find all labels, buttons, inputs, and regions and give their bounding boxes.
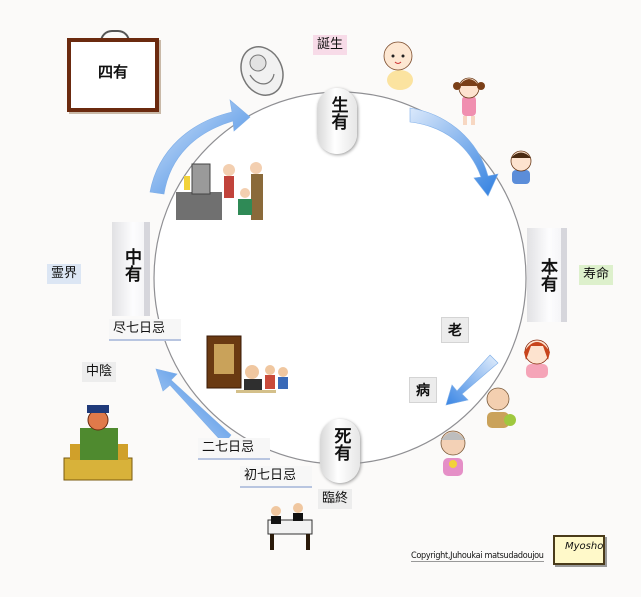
stage-shiu-label: 死有 [330,427,351,461]
label-illness: 病 [409,377,437,403]
myosho-logo-text: Myosho [565,541,604,552]
arrow-chuu-to-shou [149,99,251,195]
boy-illustration [510,150,532,184]
buddhist-altar-illustration [206,335,288,393]
woman-illustration [524,339,550,378]
label-futanoka: 二七日忌 [198,438,270,460]
stage-honu-pillar: 本有 [527,228,567,322]
arrow-shou-to-honu [409,107,499,197]
stage-shou-pill: 生有 [317,88,357,154]
title-board [67,38,159,112]
label-chuin: 中陰 [82,362,117,382]
baby-illustration [383,41,413,90]
label-jinshichi: 尽七日忌 [109,319,181,341]
arrow-shiu-to-chuu [155,368,232,445]
fetus-illustration [240,46,284,96]
stage-shou-label: 生有 [327,96,348,130]
label-lifespan: 寿命 [579,265,614,285]
girl-illustration [453,77,485,125]
stage-shiu-pill: 死有 [320,419,360,483]
elderly-man-illustration [486,387,516,428]
board-hanger [100,30,130,44]
label-reikai: 霊界 [47,264,82,284]
deathbed-illustration [267,503,313,550]
label-shonanoka: 初七日忌 [240,466,312,488]
arrow-honu-to-shiu [445,354,499,406]
stage-chuu-label: 中有 [121,248,141,282]
label-deathbed: 臨終 [318,489,353,509]
elderly-woman-illustration [440,430,466,476]
diagram-title: 四有 [97,63,128,81]
grave-visit-illustration [176,162,263,220]
label-birth: 誕生 [313,35,348,55]
label-old-age: 老 [441,317,469,343]
myosho-logo [553,535,605,565]
copyright-text: Copyright,Juhoukai matsudadoujou [411,551,544,562]
stage-chuu-pillar: 中有 [112,222,150,316]
stage-honu-label: 本有 [537,258,557,292]
enma-king-illustration [63,405,133,481]
